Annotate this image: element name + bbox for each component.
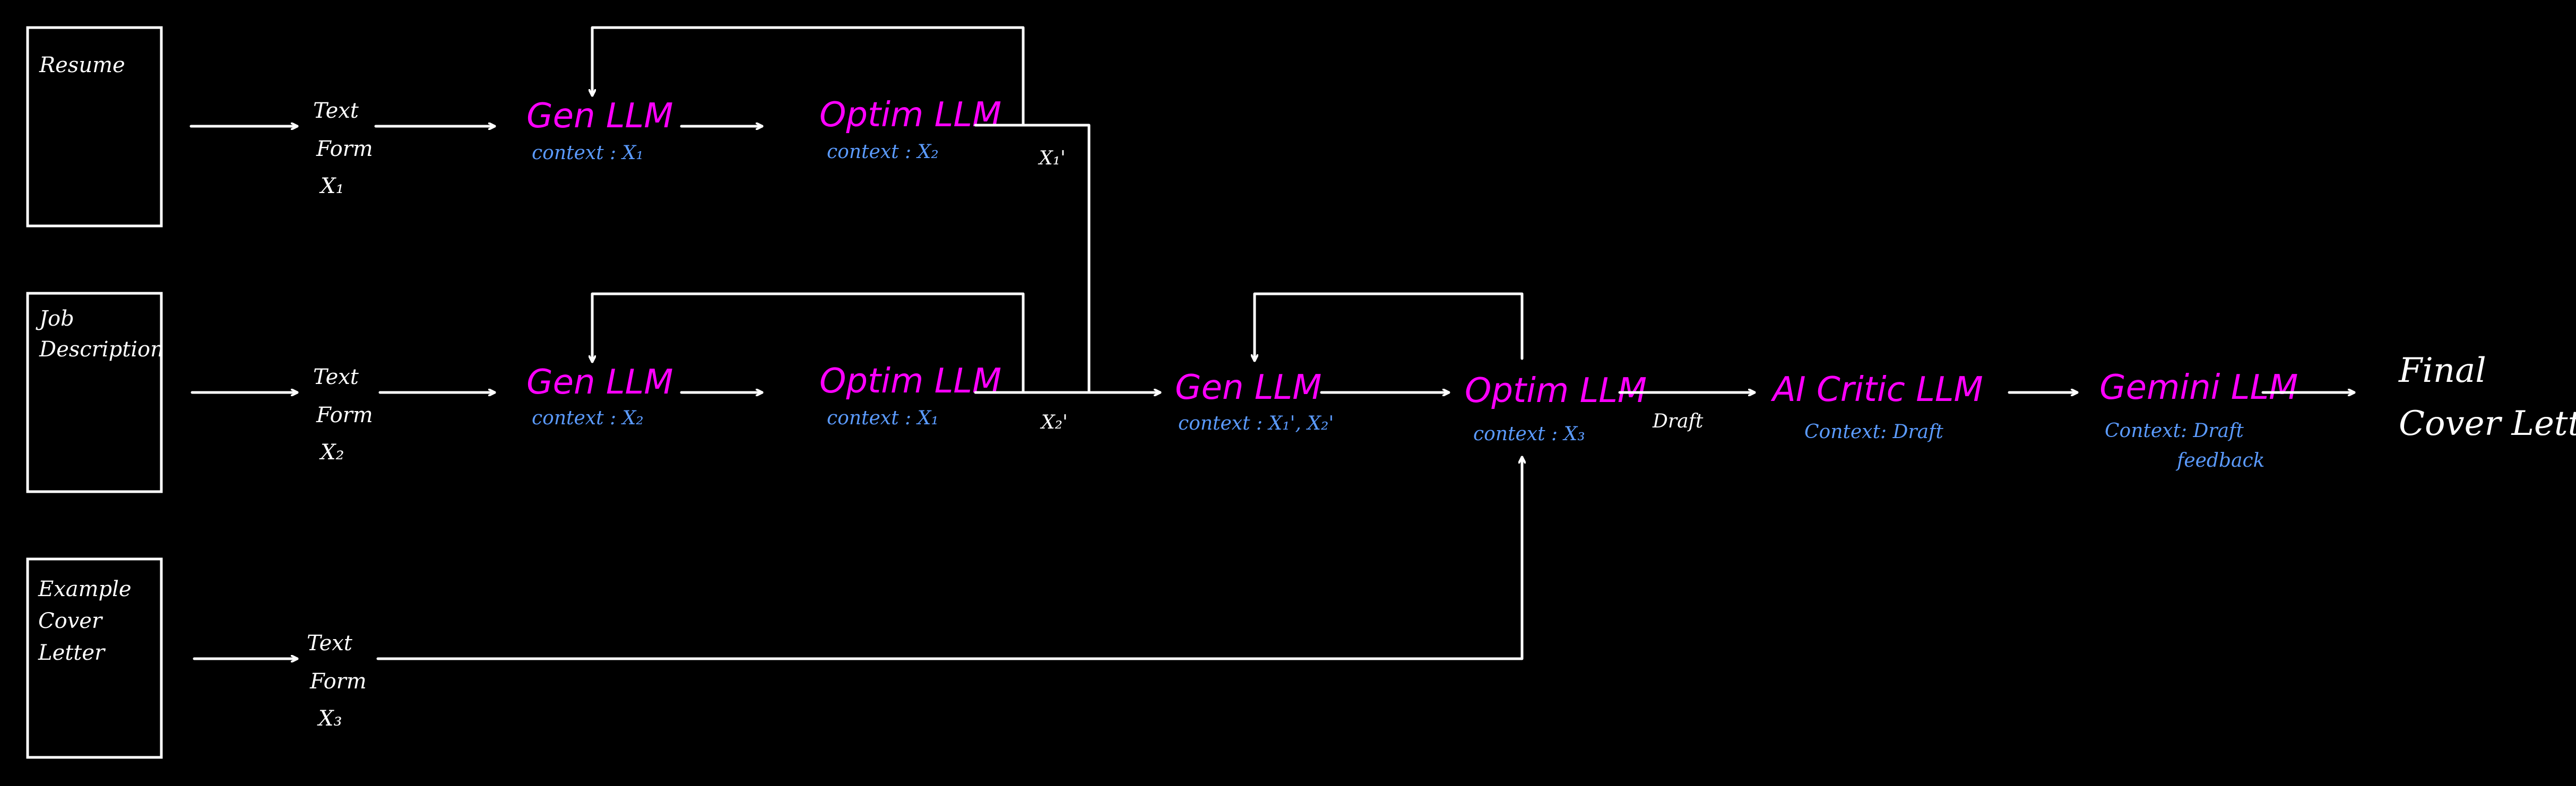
x1-prime-connector [974, 124, 1091, 393]
ai-critic-llm-title: AI Critic LLM [1770, 370, 1983, 409]
feedback-loop-3 [1255, 292, 1524, 362]
optim-llm-1-context: context : X₂ [827, 141, 939, 163]
arrow-x3-to-optim3 [376, 456, 1522, 660]
ai-critic-llm-context: Context: Draft [1804, 421, 1943, 443]
resume-box [26, 26, 163, 228]
gen-llm-3-context: context : X₁', X₂' [1178, 413, 1334, 434]
feedback-loop-1 [592, 26, 1025, 127]
resume-label: Resume [39, 53, 125, 77]
gen-llm-2-context: context : X₂ [532, 407, 644, 429]
gemini-llm-context: Context: Draft feedback [2105, 420, 2264, 471]
text-form-x2: Text Form X₂ [313, 365, 379, 465]
optim-llm-1-title: Optim LLM [819, 95, 1001, 135]
feedback-loop-2 [592, 292, 1025, 393]
gen-llm-1-context: context : X₁ [532, 142, 644, 164]
optim-llm-3-context: context : X₃ [1473, 423, 1585, 445]
gen-llm-1-title: Gen LLM [526, 97, 673, 136]
draft-label: Draft [1652, 411, 1704, 432]
job-description-label: Job Description [36, 307, 164, 362]
gen-llm-3-title: Gen LLM [1175, 368, 1321, 407]
gemini-llm-title: Gemini LLM [2099, 368, 2298, 407]
job-description-box [26, 292, 163, 493]
text-form-x1: Text Form X₁ [313, 99, 379, 198]
optim-llm-2-title: Optim LLM [819, 362, 1001, 401]
final-cover-letter-label: Final Cover Letter [2398, 351, 2576, 443]
optim-llm-3-title: Optim LLM [1465, 371, 1647, 411]
optim-llm-2-context: context : X₁ [827, 407, 939, 429]
x1-prime-label: X₁' [1038, 147, 1066, 169]
example-cover-letter-box [26, 557, 163, 759]
text-form-x3: Text Form X₃ [307, 631, 373, 731]
x2-prime-label: X₂' [1040, 412, 1068, 433]
example-cover-letter-label: Example Cover Letter [38, 577, 138, 665]
gen-llm-2-title: Gen LLM [526, 363, 673, 402]
